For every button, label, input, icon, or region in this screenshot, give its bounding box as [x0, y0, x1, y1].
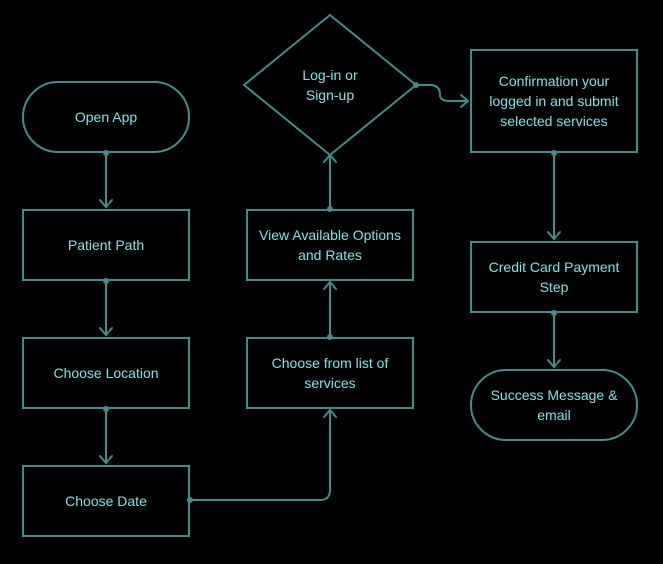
connector-dot: [413, 82, 419, 88]
node-choose-services-label: Choose from list of services: [271, 355, 389, 391]
node-login-label: Log-in or Sign-up: [302, 67, 358, 103]
arrowhead-date-to-services: [323, 409, 337, 418]
node-success-label: Success Message & email: [490, 387, 618, 423]
node-payment-label: Credit Card Payment Step: [488, 259, 620, 295]
node-view-options: View Available Options and Rates: [246, 209, 414, 281]
connector-login-to-confirmation: [415, 84, 468, 102]
arrowhead-location-to-date: [99, 455, 113, 464]
node-success: Success Message & email: [470, 369, 638, 441]
node-view-options-label: View Available Options and Rates: [259, 227, 401, 263]
node-open-app: Open App: [22, 81, 190, 153]
arrowhead-login-to-confirmation: [460, 94, 469, 108]
arrowhead-patient-to-location: [99, 327, 113, 336]
node-choose-date-label: Choose Date: [65, 493, 147, 509]
arrowhead-open-to-patient: [99, 199, 113, 208]
node-choose-location: Choose Location: [22, 337, 190, 409]
node-confirmation: Confirmation your logged in and submit s…: [470, 49, 638, 153]
login-decision-shape: [243, 14, 417, 156]
node-choose-location-label: Choose Location: [53, 365, 159, 381]
arrowhead-payment-to-success: [547, 359, 561, 368]
arrowhead-confirmation-to-payment: [547, 231, 561, 240]
node-choose-services: Choose from list of services: [246, 337, 414, 409]
connector-date-to-services: [189, 410, 331, 501]
node-choose-date: Choose Date: [22, 465, 190, 537]
node-payment: Credit Card Payment Step: [470, 241, 638, 313]
node-patient-path: Patient Path: [22, 209, 190, 281]
arrowhead-services-to-options: [323, 281, 337, 290]
node-patient-path-label: Patient Path: [67, 237, 145, 253]
node-confirmation-label: Confirmation your logged in and submit s…: [489, 73, 619, 129]
node-open-app-label: Open App: [74, 109, 138, 125]
